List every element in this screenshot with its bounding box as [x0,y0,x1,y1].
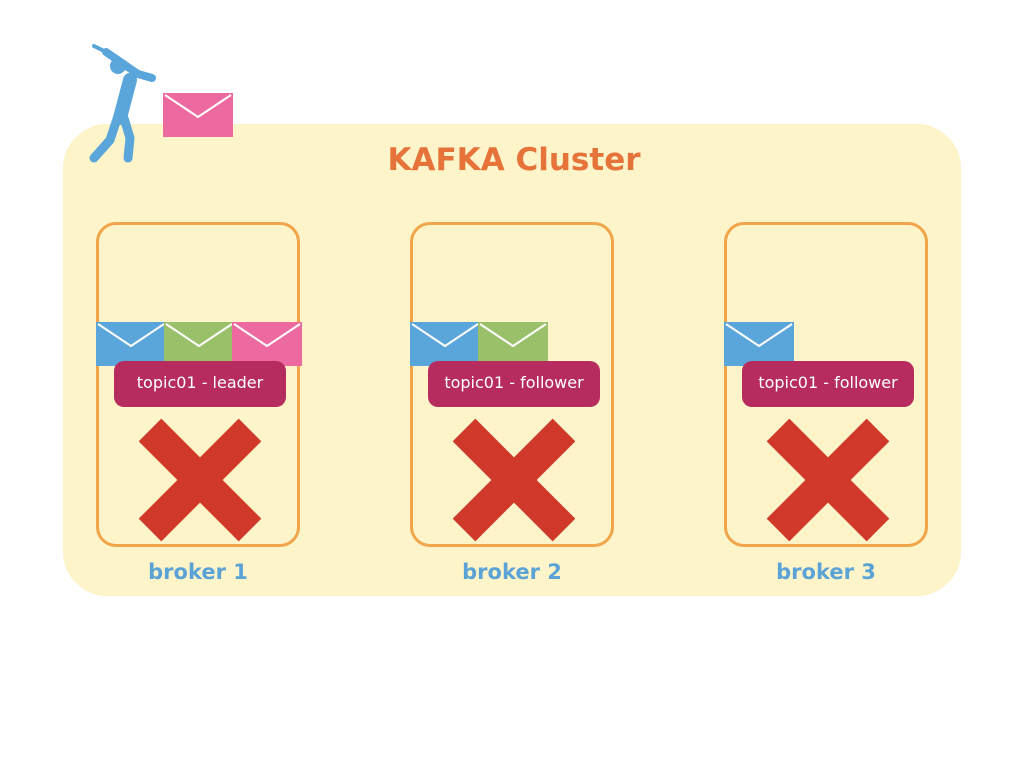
broker-1-message-blue-envelope-icon [96,322,166,366]
broker-2-topic-partition: topic01 - follower [428,361,600,407]
broker-1-box [96,222,300,547]
broker-3-box [724,222,928,547]
cluster-title: KAFKA Cluster [387,142,641,178]
broker-2-box [410,222,614,547]
broker-2-failed-cross-icon [450,416,578,544]
broker-3-topic-partition: topic01 - follower [742,361,914,407]
broker-1-label: broker 1 [148,560,248,584]
broker-3-message-blue-envelope-icon [724,322,794,366]
broker-3-failed-cross-icon [764,416,892,544]
broker-1-message-pink-envelope-icon [232,322,302,366]
broker-1-failed-cross-icon [136,416,264,544]
broker-3-label: broker 3 [776,560,876,584]
producer-golfer-icon [86,40,160,164]
broker-1-message-green-envelope-icon [164,322,234,366]
broker-2-message-green-envelope-icon [478,322,548,366]
broker-1-topic-partition: topic01 - leader [114,361,286,407]
broker-2-message-blue-envelope-icon [410,322,480,366]
producer-message-envelope-icon [163,93,233,137]
broker-2-label: broker 2 [462,560,562,584]
